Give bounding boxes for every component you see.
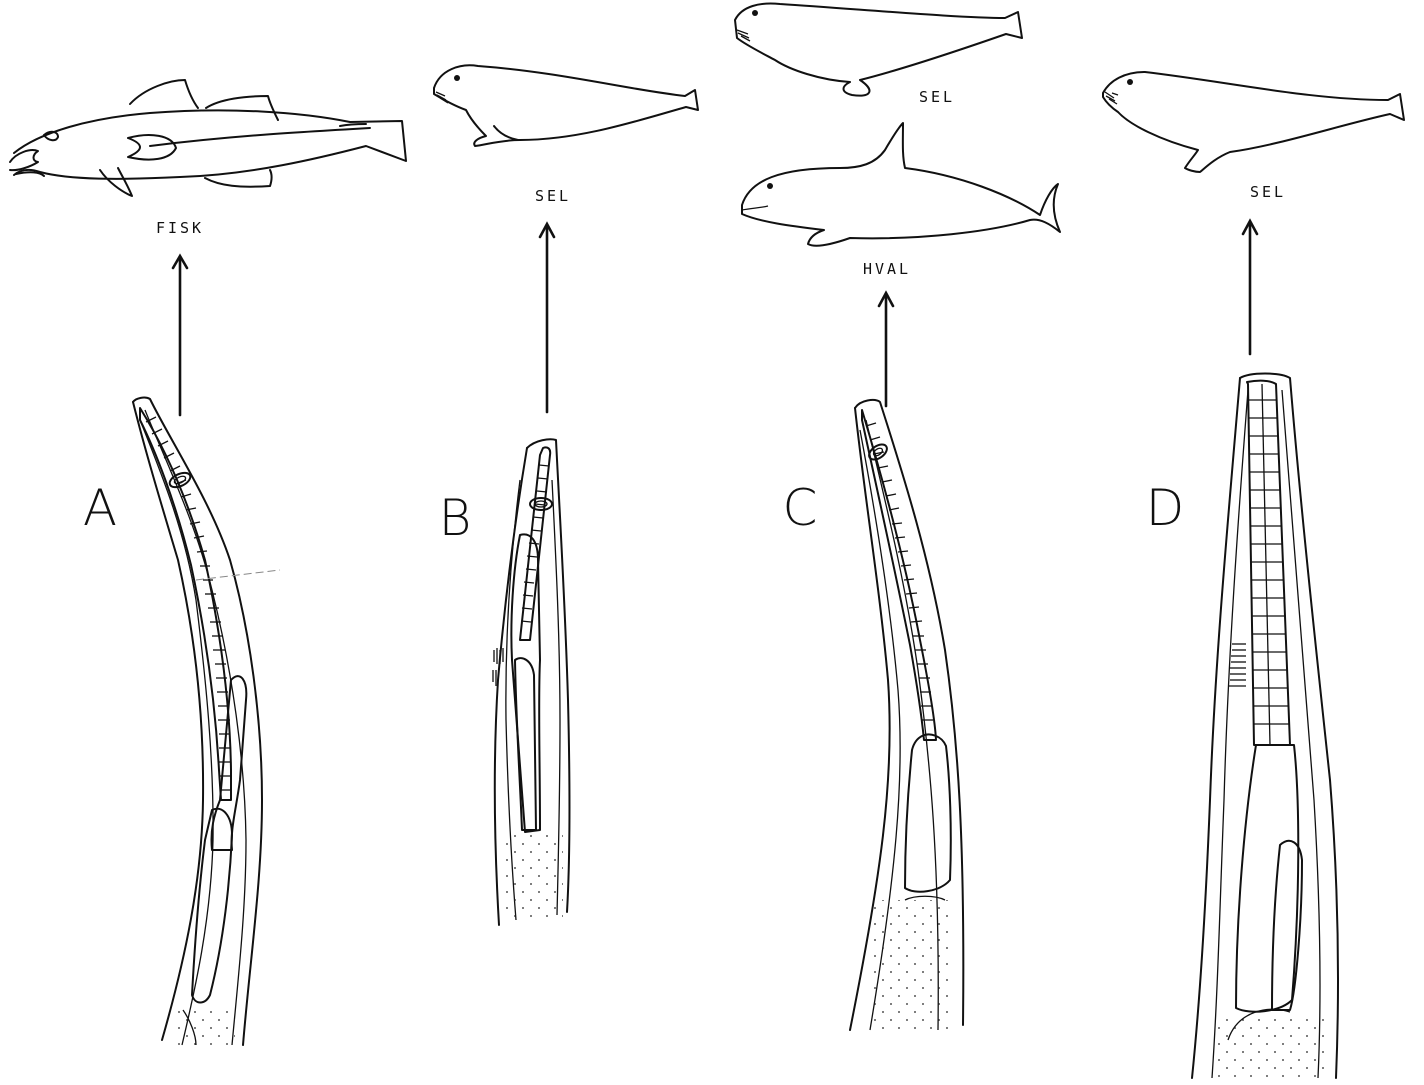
panel-letter-d: D — [1146, 479, 1185, 537]
host-label-sel-b: SEL — [535, 187, 571, 205]
panel-letter-c: C — [783, 479, 818, 537]
nematode-d — [1192, 374, 1338, 1081]
nematode-b — [493, 439, 569, 925]
host-label-hval: HVAL — [863, 260, 911, 278]
seal-drawing-b — [434, 65, 698, 146]
arrow-a — [173, 256, 187, 415]
panel-d: SEL D — [1103, 72, 1404, 1080]
panel-letter-b: B — [439, 489, 472, 547]
nematode-c — [850, 400, 963, 1030]
arrow-b — [540, 224, 554, 412]
panel-b: SEL B — [434, 65, 698, 925]
fish-drawing — [10, 80, 406, 196]
nematode-a — [133, 398, 280, 1045]
panel-letter-a: A — [83, 479, 117, 537]
panel-a: FISK A — [10, 80, 406, 1045]
host-label-sel-d: SEL — [1250, 183, 1286, 201]
host-label-fisk: FISK — [156, 219, 204, 237]
seal-drawing-c — [735, 4, 1022, 96]
host-label-sel-c: SEL — [919, 88, 955, 106]
whale-drawing — [742, 123, 1060, 246]
panel-c: SEL HVAL C — [735, 4, 1060, 1030]
arrow-d — [1243, 221, 1257, 354]
seal-drawing-d — [1103, 72, 1404, 172]
arrow-c — [879, 293, 893, 406]
